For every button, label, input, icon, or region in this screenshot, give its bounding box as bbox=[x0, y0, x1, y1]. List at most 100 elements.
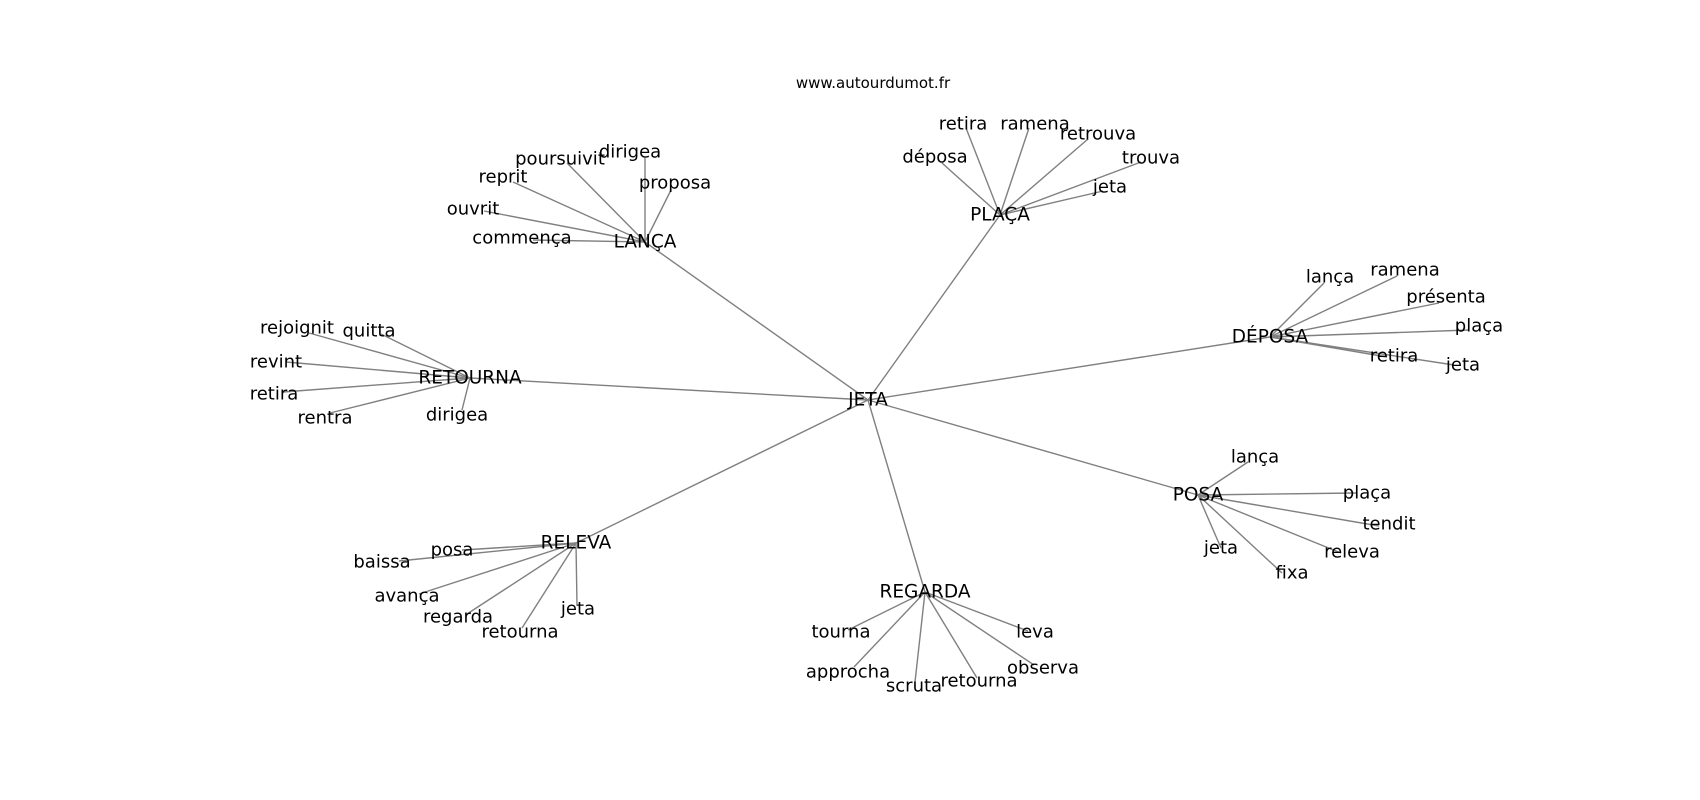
edge-hub-to-word bbox=[924, 591, 978, 679]
word-node: plaça bbox=[1343, 483, 1391, 504]
hub-node: DÉPOSA bbox=[1232, 326, 1309, 348]
word-node: retrouva bbox=[1060, 124, 1136, 145]
word-node: proposa bbox=[639, 173, 711, 194]
word-node: posa bbox=[431, 540, 474, 561]
word-node: lança bbox=[1306, 267, 1354, 288]
edge-hub-to-word bbox=[461, 542, 577, 551]
word-node: retira bbox=[250, 384, 299, 405]
word-node: dirigea bbox=[426, 405, 488, 426]
word-node: jeta bbox=[1445, 355, 1480, 376]
edge-hub-to-word bbox=[1269, 282, 1325, 338]
edge-center-to-hub bbox=[867, 336, 1271, 401]
edge-hub-to-word bbox=[999, 127, 1030, 216]
edge-hub-to-word bbox=[329, 377, 471, 414]
word-node: ouvrit bbox=[447, 199, 500, 220]
edge-hub-to-word bbox=[1269, 302, 1440, 338]
word-node: poursuivit bbox=[515, 149, 605, 170]
word-node: observa bbox=[1007, 658, 1079, 679]
word-node: lança bbox=[1231, 447, 1279, 468]
edge-hub-to-word bbox=[1197, 494, 1342, 554]
word-node: rentra bbox=[298, 408, 353, 429]
edge-hub-to-word bbox=[999, 190, 1104, 216]
word-node: retourna bbox=[940, 671, 1017, 692]
graph-labels: proposadirigeapoursuivitrepritouvritcomm… bbox=[250, 114, 1503, 697]
edge-hub-to-word bbox=[532, 239, 646, 243]
edge-hub-to-word bbox=[1269, 329, 1470, 338]
edge-hub-to-word bbox=[566, 162, 646, 243]
hub-node: POSA bbox=[1173, 485, 1224, 506]
hub-node: RETOURNA bbox=[418, 368, 522, 389]
word-node: jeta bbox=[560, 599, 595, 620]
hub-node: REGARDA bbox=[880, 582, 971, 603]
edge-hub-to-word bbox=[512, 181, 646, 243]
edge-hub-to-word bbox=[1269, 336, 1455, 366]
edge-center-to-hub bbox=[469, 377, 869, 401]
edge-hub-to-word bbox=[521, 542, 577, 629]
edge-hub-to-word bbox=[398, 542, 577, 562]
edge-hub-to-word bbox=[1269, 275, 1398, 338]
edge-hub-to-word bbox=[644, 189, 672, 243]
word-node: scruta bbox=[886, 676, 942, 697]
word-node: revint bbox=[250, 352, 302, 373]
word-node: quitta bbox=[343, 321, 396, 342]
edge-hub-to-word bbox=[285, 361, 471, 379]
word-node: approcha bbox=[806, 662, 890, 683]
word-node: plaça bbox=[1455, 316, 1503, 337]
edge-hub-to-word bbox=[483, 210, 646, 243]
word-node: commença bbox=[472, 228, 571, 249]
word-node: releva bbox=[1324, 542, 1380, 563]
edge-hub-to-word bbox=[1197, 494, 1283, 574]
edge-hub-to-word bbox=[1197, 494, 1380, 527]
graph-edges bbox=[282, 127, 1470, 683]
edge-hub-to-word bbox=[575, 542, 578, 607]
edge-hub-to-word bbox=[1197, 494, 1222, 549]
word-node: retourna bbox=[481, 622, 558, 643]
hub-node: RELEVA bbox=[541, 533, 612, 554]
word-node: trouva bbox=[1122, 148, 1180, 169]
word-node: tourna bbox=[811, 622, 870, 643]
edge-center-to-hub bbox=[867, 399, 1199, 496]
edge-hub-to-word bbox=[853, 591, 926, 668]
word-node: rejoignit bbox=[260, 318, 334, 339]
word-node: avança bbox=[374, 586, 439, 607]
word-node: présenta bbox=[1406, 287, 1485, 308]
hub-node: PLAÇA bbox=[970, 205, 1030, 226]
edge-hub-to-word bbox=[924, 591, 1029, 632]
edge-hub-to-word bbox=[941, 162, 1001, 216]
edge-hub-to-word bbox=[418, 542, 577, 595]
word-node: jeta bbox=[1092, 177, 1127, 198]
word-node: ramena bbox=[1000, 114, 1069, 135]
edge-hub-to-word bbox=[914, 591, 926, 683]
edge-center-to-hub bbox=[644, 241, 869, 401]
word-node: tendit bbox=[1362, 514, 1415, 535]
edge-hub-to-word bbox=[999, 161, 1142, 216]
word-node: reprit bbox=[479, 167, 528, 188]
hub-node: LANÇA bbox=[614, 232, 677, 253]
word-node: jeta bbox=[1203, 538, 1238, 559]
source-label: www.autourdumot.fr bbox=[796, 74, 951, 92]
edge-hub-to-word bbox=[380, 333, 471, 379]
word-node: dirigea bbox=[599, 142, 661, 163]
word-node: retira bbox=[939, 114, 988, 135]
edge-hub-to-word bbox=[1197, 461, 1249, 496]
edge-center-to-hub bbox=[575, 399, 869, 544]
edge-hub-to-word bbox=[466, 542, 577, 615]
word-node: retira bbox=[1370, 346, 1419, 367]
edge-hub-to-word bbox=[965, 127, 1001, 216]
edge-center-to-hub bbox=[867, 214, 1001, 401]
edge-hub-to-word bbox=[999, 138, 1089, 216]
word-node: ramena bbox=[1370, 260, 1439, 281]
edge-hub-to-word bbox=[308, 332, 471, 379]
edge-hub-to-word bbox=[847, 591, 926, 631]
edge-hub-to-word bbox=[282, 377, 471, 393]
word-node: fixa bbox=[1275, 563, 1308, 584]
edge-hub-to-word bbox=[461, 377, 471, 411]
word-node: baissa bbox=[353, 552, 410, 573]
edge-hub-to-word bbox=[1197, 492, 1357, 496]
word-node: leva bbox=[1016, 622, 1054, 643]
edge-center-to-hub bbox=[867, 399, 926, 593]
center-node: JETA bbox=[847, 390, 888, 411]
edge-hub-to-word bbox=[924, 591, 1035, 666]
word-node: regarda bbox=[423, 607, 493, 628]
